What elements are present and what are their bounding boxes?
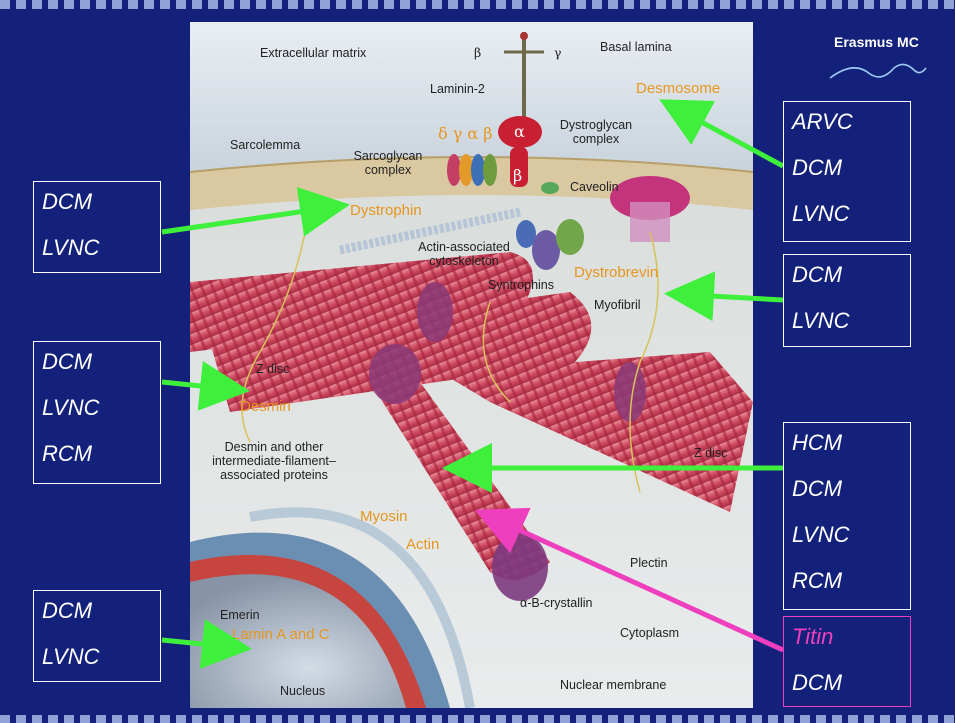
disease-label: DCM bbox=[792, 261, 902, 307]
disease-label: DCM bbox=[42, 348, 152, 394]
disease-label: DCM bbox=[42, 188, 152, 234]
label-sarcoglycan-greek: δ γ α β bbox=[438, 124, 493, 143]
label-extracellular-matrix: Extracellular matrix bbox=[260, 46, 366, 60]
label-dystrobrevin: Dystrobrevin bbox=[574, 264, 658, 281]
label-gamma1: γ bbox=[554, 46, 561, 60]
box-lamin-diseases: DCM LVNC bbox=[33, 590, 161, 682]
disease-label: LVNC bbox=[792, 521, 902, 567]
top-dashed-border bbox=[0, 0, 955, 9]
box-titin-diseases: Titin DCM bbox=[783, 616, 911, 707]
box-desmosome-diseases: ARVC DCM LVNC bbox=[783, 101, 911, 242]
label-alpha: α bbox=[514, 122, 525, 141]
muscle-cell-illustration: Extracellular matrix Basal lamina β γ La… bbox=[190, 22, 753, 708]
logo-text: Erasmus MC bbox=[834, 34, 919, 50]
disease-label: ARVC bbox=[792, 108, 902, 154]
disease-label: LVNC bbox=[42, 394, 152, 440]
disease-label: RCM bbox=[792, 567, 902, 613]
label-desmosome: Desmosome bbox=[636, 80, 720, 97]
label-sarcoglycan-complex: Sarcoglycan complex bbox=[342, 149, 434, 177]
label-plectin: Plectin bbox=[630, 556, 668, 570]
label-actin-cytoskeleton: Actin-associated cytoskeleton bbox=[404, 240, 524, 268]
label-beta1: β bbox=[474, 46, 481, 60]
label-z-disc-left: Z disc bbox=[256, 362, 289, 376]
label-lamin: Lamin A and C bbox=[232, 626, 330, 643]
label-basal-lamina: Basal lamina bbox=[600, 40, 672, 54]
disease-label: LVNC bbox=[42, 643, 152, 689]
label-dystroglycan-complex: Dystroglycan complex bbox=[546, 118, 646, 146]
box-myosin-diseases: HCM DCM LVNC RCM bbox=[783, 422, 911, 610]
label-caveolin: Caveolin bbox=[570, 180, 619, 194]
label-nucleus: Nucleus bbox=[280, 684, 325, 698]
box-dystrophin-diseases: DCM LVNC bbox=[33, 181, 161, 273]
bottom-dashed-border bbox=[0, 715, 955, 723]
label-nuclear-membrane: Nuclear membrane bbox=[560, 678, 666, 692]
box-dystrobrevin-diseases: DCM LVNC bbox=[783, 254, 911, 347]
label-myosin: Myosin bbox=[360, 508, 408, 525]
logo-signature bbox=[824, 52, 928, 88]
disease-label: DCM bbox=[792, 475, 902, 521]
erasmus-mc-logo: Erasmus MC bbox=[810, 34, 930, 94]
box-desmin-diseases: DCM LVNC RCM bbox=[33, 341, 161, 484]
label-myofibril: Myofibril bbox=[594, 298, 641, 312]
disease-label: RCM bbox=[42, 440, 152, 486]
label-desmin: Desmin bbox=[240, 398, 291, 415]
disease-label: LVNC bbox=[792, 307, 902, 353]
disease-label: HCM bbox=[792, 429, 902, 475]
label-actin: Actin bbox=[406, 536, 439, 553]
label-desmin-other: Desmin and other intermediate-filament–a… bbox=[190, 440, 358, 482]
disease-label: LVNC bbox=[792, 200, 902, 246]
label-ab-crystallin: α-B-crystallin bbox=[520, 596, 593, 610]
label-syntrophins: Syntrophins bbox=[488, 278, 554, 292]
label-sarcolemma: Sarcolemma bbox=[230, 138, 300, 152]
label-laminin-2: Laminin-2 bbox=[430, 82, 485, 96]
disease-label: DCM bbox=[42, 597, 152, 643]
label-emerin: Emerin bbox=[220, 608, 260, 622]
disease-label: LVNC bbox=[42, 234, 152, 280]
label-z-disc-right: Z disc bbox=[694, 446, 727, 460]
label-dystrophin: Dystrophin bbox=[350, 202, 422, 219]
disease-label: DCM bbox=[792, 669, 902, 715]
label-beta: β bbox=[513, 166, 522, 185]
disease-label: DCM bbox=[792, 154, 902, 200]
gene-label-titin: Titin bbox=[792, 623, 902, 669]
label-cytoplasm: Cytoplasm bbox=[620, 626, 679, 640]
